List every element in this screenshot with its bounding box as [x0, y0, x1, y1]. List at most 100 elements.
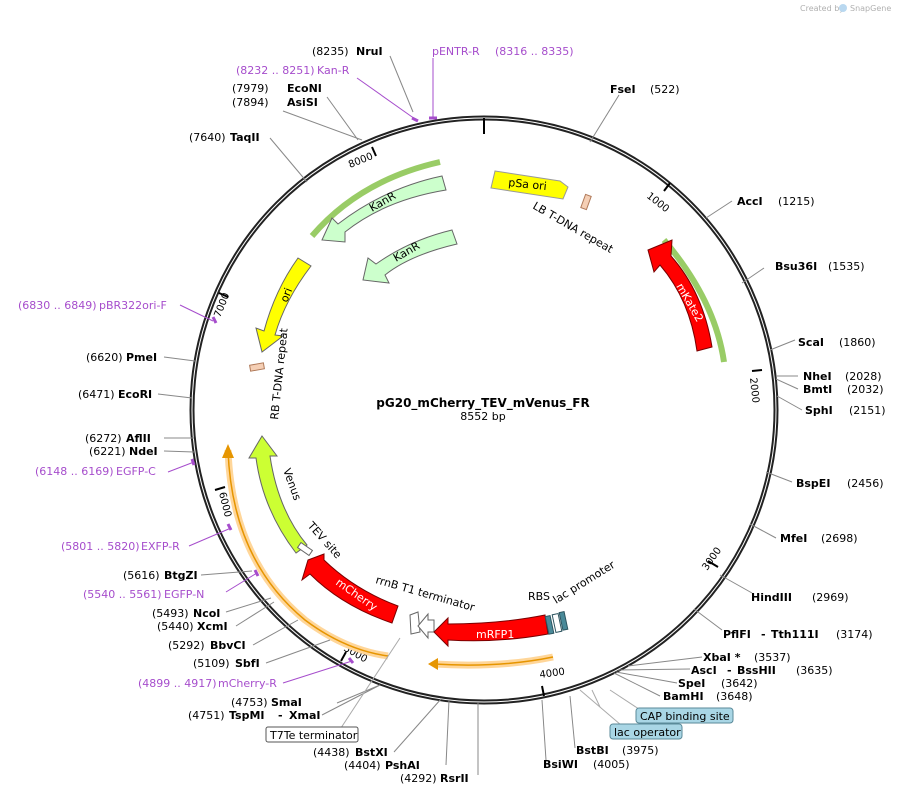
site-pflfi[interactable]: PflFI	[723, 628, 751, 641]
site-tspmi-pos: (4751)	[188, 709, 225, 722]
site-bsu36i[interactable]: Bsu36I	[775, 260, 817, 273]
lac-operator-tag[interactable]	[609, 723, 683, 740]
feature-tev[interactable]	[296, 541, 314, 557]
site-ncoi-pos: (5493)	[152, 607, 189, 620]
site-bstxi[interactable]: BstXI	[355, 746, 388, 759]
site-hindiii[interactable]: HindIII	[751, 591, 792, 604]
site-ndei[interactable]: NdeI	[129, 445, 158, 458]
feature-mcherry[interactable]	[301, 553, 399, 624]
site-ncoi[interactable]: NcoI	[193, 607, 220, 620]
site-ndei-pos: (6221)	[89, 445, 126, 458]
site-sphi[interactable]: SphI	[805, 404, 833, 417]
primer-kan-r[interactable]: Kan-R	[317, 64, 350, 77]
site-nhei[interactable]: NheI	[803, 370, 832, 383]
site-bsiwi-pos: (4005)	[593, 758, 630, 771]
feature-rrnb-terminator-b[interactable]	[417, 612, 435, 640]
tick-6000	[214, 486, 226, 491]
site-rsrii[interactable]: RsrII	[440, 772, 469, 785]
site-bsiwi[interactable]: BsiWI	[543, 758, 578, 771]
site-asisi[interactable]: AsiSI	[287, 96, 318, 109]
site-bsshii[interactable]: BssHII	[737, 664, 776, 677]
site-acci[interactable]: AccI	[737, 195, 763, 208]
site-pshai-pos: (4404)	[344, 759, 381, 772]
primer-mcherry-r-range: (4899 .. 4917)	[138, 677, 217, 690]
feature-kanr-inner[interactable]	[362, 229, 458, 284]
site-nrui[interactable]: NruI	[356, 45, 383, 58]
feature-mkate2[interactable]	[647, 239, 713, 352]
primer-exfp-r[interactable]: EXFP-R	[141, 540, 180, 553]
feature-ori-label: ori	[278, 286, 295, 304]
site-tspmi[interactable]: TspMI	[229, 709, 265, 722]
site-asci[interactable]: AscI	[691, 664, 717, 677]
primer-pentr-r[interactable]: pENTR-R	[432, 45, 480, 58]
primer-pbr322ori-f[interactable]: pBR322ori-F	[99, 299, 167, 312]
site-taqii-pos: (7640)	[189, 131, 226, 144]
feature-rbs[interactable]	[544, 614, 555, 635]
feature-psa-ori[interactable]	[490, 170, 569, 200]
brand-created-by: Created by	[800, 4, 844, 13]
site-taqii[interactable]: TaqII	[230, 131, 260, 144]
tick-7000	[218, 292, 229, 298]
site-bmti[interactable]: BmtI	[803, 383, 832, 396]
brand-app[interactable]: SnapGene	[850, 4, 891, 13]
feature-lb-repeat[interactable]	[580, 193, 592, 211]
site-bspei-pos: (2456)	[847, 477, 884, 490]
feature-kanr-outer[interactable]	[321, 175, 447, 243]
site-bamhi[interactable]: BamHI	[663, 690, 704, 703]
primer-egfp-n[interactable]: EGFP-N	[164, 588, 204, 601]
site-mfei[interactable]: MfeI	[780, 532, 807, 545]
site-mfei-pos: (2698)	[821, 532, 858, 545]
cap-binding-site-label: CAP binding site	[640, 710, 730, 723]
primer-mcherry-r[interactable]: mCherry-R	[218, 677, 277, 690]
site-bbvci[interactable]: BbvCI	[210, 639, 246, 652]
site-pmei-pos: (6620)	[86, 351, 123, 364]
site-sphi-pos: (2151)	[849, 404, 886, 417]
site-btgzi[interactable]: BtgZI	[164, 569, 198, 582]
site-bstbi-pos: (3975)	[622, 744, 659, 757]
tick-2000	[751, 369, 763, 372]
site-bspei[interactable]: BspEI	[796, 477, 830, 490]
tick-1000	[663, 182, 671, 192]
site-xmai[interactable]: XmaI	[289, 709, 320, 722]
site-pshai[interactable]: PshAI	[385, 759, 420, 772]
feature-rrnb-terminator-a[interactable]	[409, 611, 421, 635]
site-callout-lines	[157, 55, 803, 775]
primer-egfp-n-range: (5540 .. 5561)	[83, 588, 162, 601]
site-bbvci-pos: (5292)	[168, 639, 205, 652]
tick-8000	[371, 146, 377, 157]
feature-kanr-outer-label: KanR	[367, 189, 398, 215]
primer-marks	[190, 116, 437, 664]
primer-egfp-c[interactable]: EGFP-C	[116, 465, 156, 478]
site-econi[interactable]: EcoNI	[287, 82, 322, 95]
svg-text:-: -	[727, 664, 732, 677]
site-fsei-pos: (522)	[650, 83, 680, 96]
svg-text:-: -	[761, 628, 766, 641]
site-smai[interactable]: SmaI	[271, 696, 302, 709]
site-spei[interactable]: SpeI	[678, 677, 705, 690]
site-ecori[interactable]: EcoRI	[118, 388, 152, 401]
feature-lac-promoter[interactable]	[558, 610, 569, 631]
site-pmei[interactable]: PmeI	[126, 351, 157, 364]
site-sbfi-pos: (5109)	[193, 657, 230, 670]
feature-ori[interactable]	[255, 257, 312, 353]
site-bstbi[interactable]: BstBI	[576, 744, 609, 757]
feature-rbs-label: RBS	[528, 590, 550, 603]
feature-rb-repeat[interactable]	[249, 362, 265, 372]
feature-mkate2-halo	[661, 238, 727, 363]
t7te-terminator-tag[interactable]	[265, 726, 359, 743]
primer-kan-r-range: (8232 .. 8251)	[236, 64, 315, 77]
cap-binding-site-tag[interactable]	[635, 707, 734, 724]
site-sbfi[interactable]: SbfI	[235, 657, 260, 670]
feature-lac-operator[interactable]	[551, 612, 563, 634]
feature-venus[interactable]	[248, 435, 308, 554]
feature-mrfp1[interactable]	[433, 614, 549, 648]
site-xcmi[interactable]: XcmI	[197, 620, 228, 633]
site-xbai[interactable]: XbaI *	[703, 651, 741, 664]
site-scai[interactable]: ScaI	[798, 336, 824, 349]
site-bsu36i-pos: (1535)	[828, 260, 865, 273]
site-xbai-pos: (3537)	[754, 651, 791, 664]
site-tth111i[interactable]: Tth111I	[771, 628, 819, 641]
site-fsei[interactable]: FseI	[610, 83, 636, 96]
site-aflii-pos: (6272)	[85, 432, 122, 445]
site-aflii[interactable]: AflII	[126, 432, 151, 445]
